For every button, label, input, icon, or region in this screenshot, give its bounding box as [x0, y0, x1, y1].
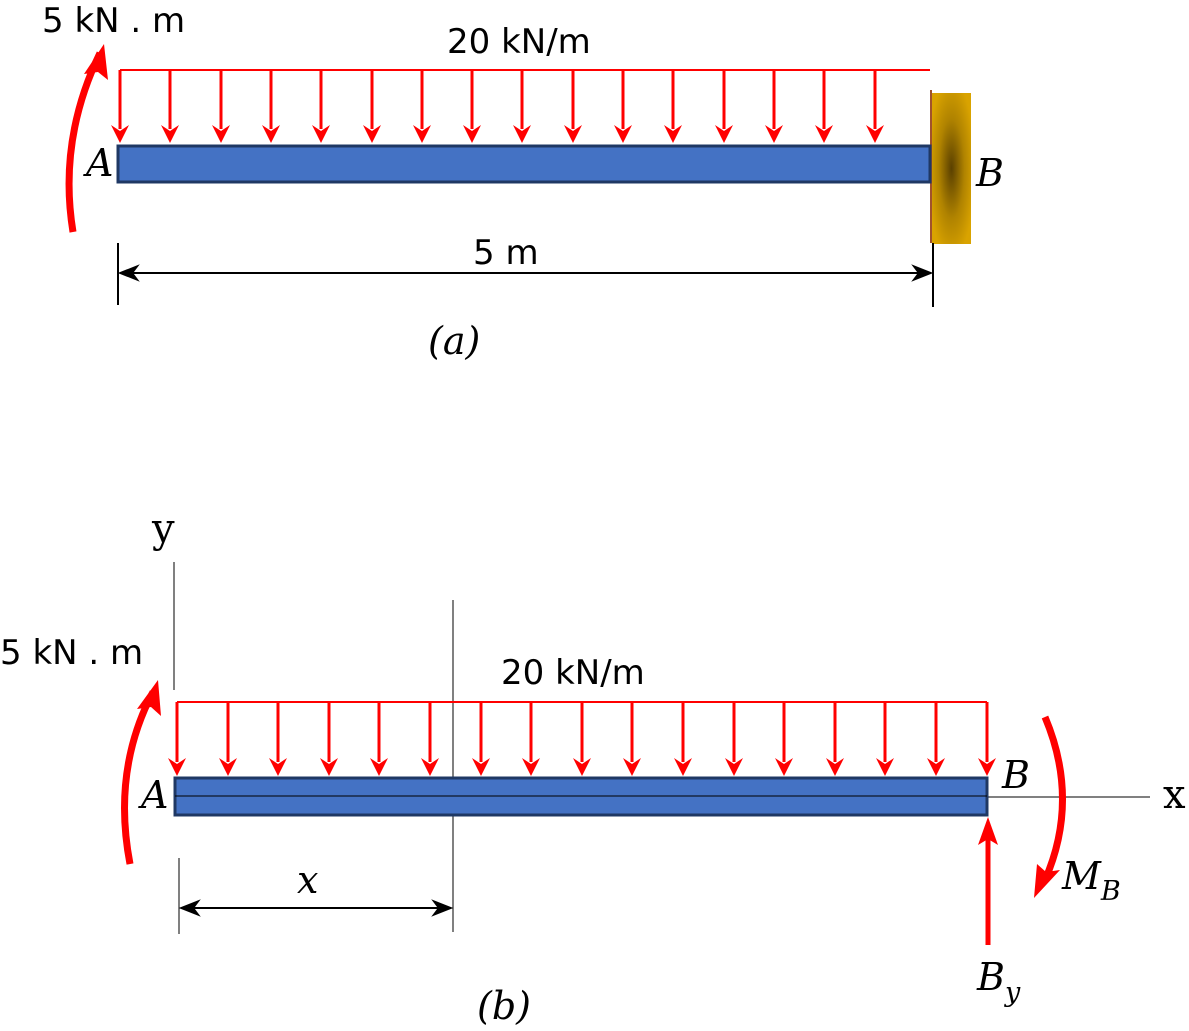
load-arrowhead	[573, 758, 591, 776]
applied-moment-arrowhead-b	[137, 680, 161, 716]
beam-a	[116, 144, 932, 184]
load-arrowhead	[472, 758, 490, 776]
load-arrowhead	[421, 758, 439, 776]
load-arrowhead	[826, 758, 844, 776]
point-b-label-b: B	[1001, 753, 1030, 797]
load-arrowhead	[161, 125, 179, 143]
load-arrowhead	[370, 758, 388, 776]
load-arrowhead	[775, 758, 793, 776]
load-arrowhead	[927, 758, 945, 776]
load-arrowhead	[876, 758, 894, 776]
load-arrowhead	[212, 125, 230, 143]
reaction-force-label: By	[976, 955, 1021, 1008]
load-arrowhead	[978, 758, 996, 776]
load-arrowhead	[715, 125, 733, 143]
load-arrowhead	[111, 125, 129, 143]
load-arrowhead	[725, 758, 743, 776]
load-arrowhead	[363, 125, 381, 143]
point-a-label-a: A	[83, 141, 113, 185]
load-arrowhead	[765, 125, 783, 143]
distributed-load-b	[168, 701, 996, 776]
load-arrowhead	[168, 758, 186, 776]
dimension-x-label: x	[297, 858, 318, 902]
load-arrowhead	[664, 125, 682, 143]
load-label-a: 20 kN/m	[447, 22, 591, 62]
reaction-force-arrowhead	[978, 817, 998, 845]
reaction-force-symbol: B	[976, 955, 1005, 999]
load-arrowhead	[262, 125, 280, 143]
reaction-moment-arrowhead	[1034, 864, 1060, 898]
moment-label-b: 5 kN . m	[0, 633, 143, 673]
load-arrowhead	[674, 758, 692, 776]
load-arrowhead	[522, 758, 540, 776]
distributed-load-a	[111, 69, 930, 143]
y-axis-label: y	[151, 506, 175, 552]
caption-b: (b)	[477, 984, 531, 1028]
load-arrowhead	[564, 125, 582, 143]
point-b-label-a: B	[975, 151, 1004, 195]
applied-moment-arrow-a	[65, 51, 104, 233]
reaction-moment-subscript: B	[1100, 876, 1121, 907]
load-arrowhead	[623, 758, 641, 776]
diagram-a: 5 kN . m 20 kN/m A B 5 m (a)	[42, 1, 1004, 363]
reaction-force-subscript: y	[1004, 977, 1021, 1008]
load-arrowhead	[866, 125, 884, 143]
load-arrowhead	[219, 758, 237, 776]
length-label: 5 m	[473, 233, 539, 273]
applied-moment-arrow-b	[121, 690, 157, 865]
caption-a: (a)	[428, 319, 480, 363]
fixed-support-wall	[932, 93, 971, 244]
load-arrowhead	[320, 758, 338, 776]
load-arrowhead	[463, 125, 481, 143]
load-arrowhead	[269, 758, 287, 776]
moment-label-a: 5 kN . m	[42, 1, 185, 41]
reaction-moment-symbol: M	[1061, 854, 1102, 898]
load-arrowhead	[815, 125, 833, 143]
load-arrowhead	[312, 125, 330, 143]
reaction-moment-label: MB	[1061, 854, 1121, 907]
diagram-b: y 5 kN . m 20 kN/m A B x x MB By (b)	[0, 506, 1186, 1028]
reaction-moment-arrow	[1041, 715, 1066, 882]
load-label-b: 20 kN/m	[501, 653, 645, 693]
load-arrowhead	[413, 125, 431, 143]
load-arrowhead	[513, 125, 531, 143]
applied-moment-arrowhead-a	[84, 44, 108, 80]
point-a-label-b: A	[138, 773, 168, 817]
load-arrowhead	[614, 125, 632, 143]
x-axis-label: x	[1163, 772, 1186, 818]
